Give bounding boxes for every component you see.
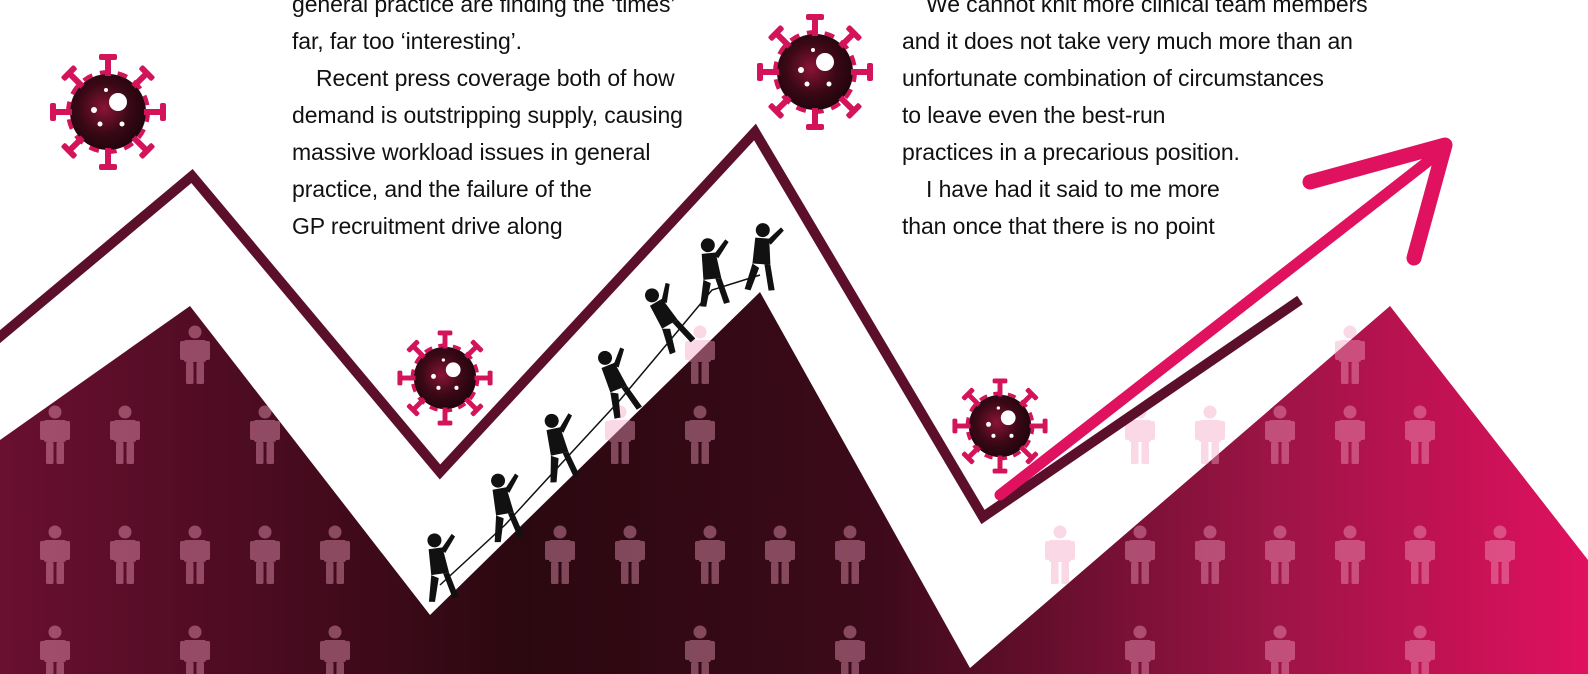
text-line: general practice are finding the ‘times’: [292, 0, 676, 17]
text-line: massive workload issues in general: [292, 139, 651, 165]
text-line: I have had it said to me more: [926, 176, 1220, 202]
virus-icon: [950, 376, 1050, 476]
text-line: and it does not take very much more than…: [902, 28, 1353, 54]
text-line: practices in a precarious position.: [902, 139, 1240, 165]
text-line: GP recruitment drive along: [292, 213, 563, 239]
text-line: Recent press coverage both of how: [316, 65, 675, 91]
text-line: to leave even the best-run: [902, 102, 1166, 128]
article-column-left: general practice are finding the ‘times’…: [292, 0, 683, 245]
virus-icon: [755, 12, 875, 132]
text-line: demand is outstripping supply, causing: [292, 102, 683, 128]
text-line: unfortunate combination of circumstances: [902, 65, 1324, 91]
arrow-icon: [994, 137, 1453, 501]
text-line: We cannot knit more clinical team member…: [926, 0, 1368, 17]
virus-icon: [48, 52, 168, 172]
text-line: practice, and the failure of the: [292, 176, 592, 202]
mountain-range: [0, 292, 1588, 674]
virus-icon: [395, 328, 495, 428]
article-column-right: We cannot knit more clinical team member…: [902, 0, 1368, 245]
text-line: far, far too ‘interesting’.: [292, 28, 522, 54]
trend-zigzag-line: [0, 123, 1303, 525]
text-line: than once that there is no point: [902, 213, 1215, 239]
climbing-rope: [439, 274, 761, 586]
